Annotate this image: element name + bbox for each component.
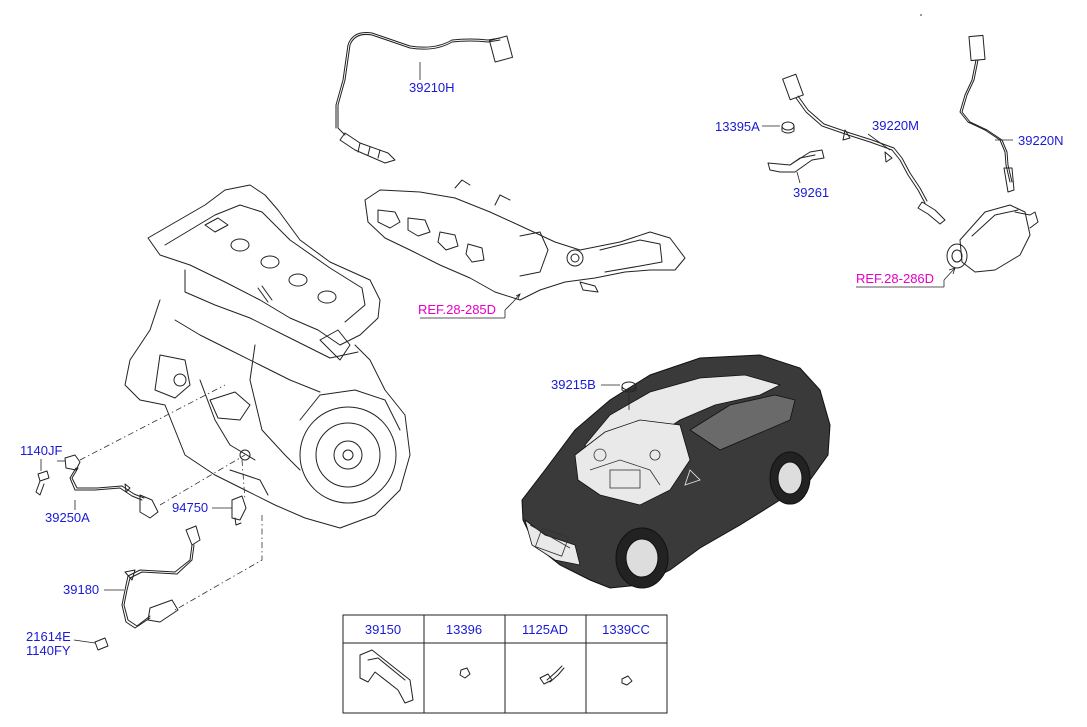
- crank-position-sensor: [73, 525, 201, 651]
- label-1140jf: 1140JF: [20, 443, 62, 458]
- label-13395a: 13395A: [715, 119, 760, 134]
- ref-28-286d: REF.28-286D: [856, 271, 934, 286]
- label-39250a: 39250A: [45, 510, 90, 525]
- mount-line-94750: [241, 459, 246, 501]
- oxygen-sensor-rear-m: [782, 73, 946, 225]
- bolt-1125ad-drawing: [539, 673, 553, 685]
- mount-line-knock-2: [159, 454, 246, 506]
- mount-line-knock: [79, 384, 226, 461]
- table-header-1125ad: 1125AD: [522, 622, 568, 637]
- catalytic-converter: [943, 204, 1039, 281]
- nut-1339cc-drawing: [621, 675, 633, 686]
- label-39215b: 39215B: [551, 377, 596, 392]
- label-94750: 94750: [172, 500, 208, 515]
- label-39220n: 39220N: [1018, 133, 1064, 148]
- mount-line-crank: [174, 515, 263, 611]
- grommet-39215b: [601, 381, 637, 410]
- bracket-39261: [762, 121, 825, 184]
- label-39261: 39261: [793, 185, 829, 200]
- knock-sensor: [35, 454, 159, 519]
- ref-28-285d: REF.28-285D: [418, 302, 496, 317]
- table-header-13396: 13396: [446, 622, 482, 637]
- label-39210h: 39210H: [409, 80, 455, 95]
- label-21614e: 21614E: [26, 629, 71, 644]
- parts-table: 39150 13396 1125AD 1339CC: [342, 614, 668, 714]
- table-header-39150: 39150: [365, 622, 401, 637]
- engine-block: [124, 184, 411, 529]
- stray-dot: [920, 14, 922, 16]
- label-39220m: 39220M: [872, 118, 919, 133]
- nut-13396-drawing: [459, 667, 471, 679]
- sedan-car: [521, 354, 831, 589]
- oxygen-sensor-front: [335, 32, 514, 164]
- sensor-94750: [212, 495, 247, 526]
- label-1140fy: 1140FY: [26, 643, 71, 658]
- exhaust-manifold: [364, 179, 686, 301]
- bracket-39150-drawing: [359, 649, 414, 704]
- oxygen-sensor-rear-n: [959, 34, 1015, 193]
- table-header-1339cc: 1339CC: [602, 622, 650, 637]
- label-39180: 39180: [63, 582, 99, 597]
